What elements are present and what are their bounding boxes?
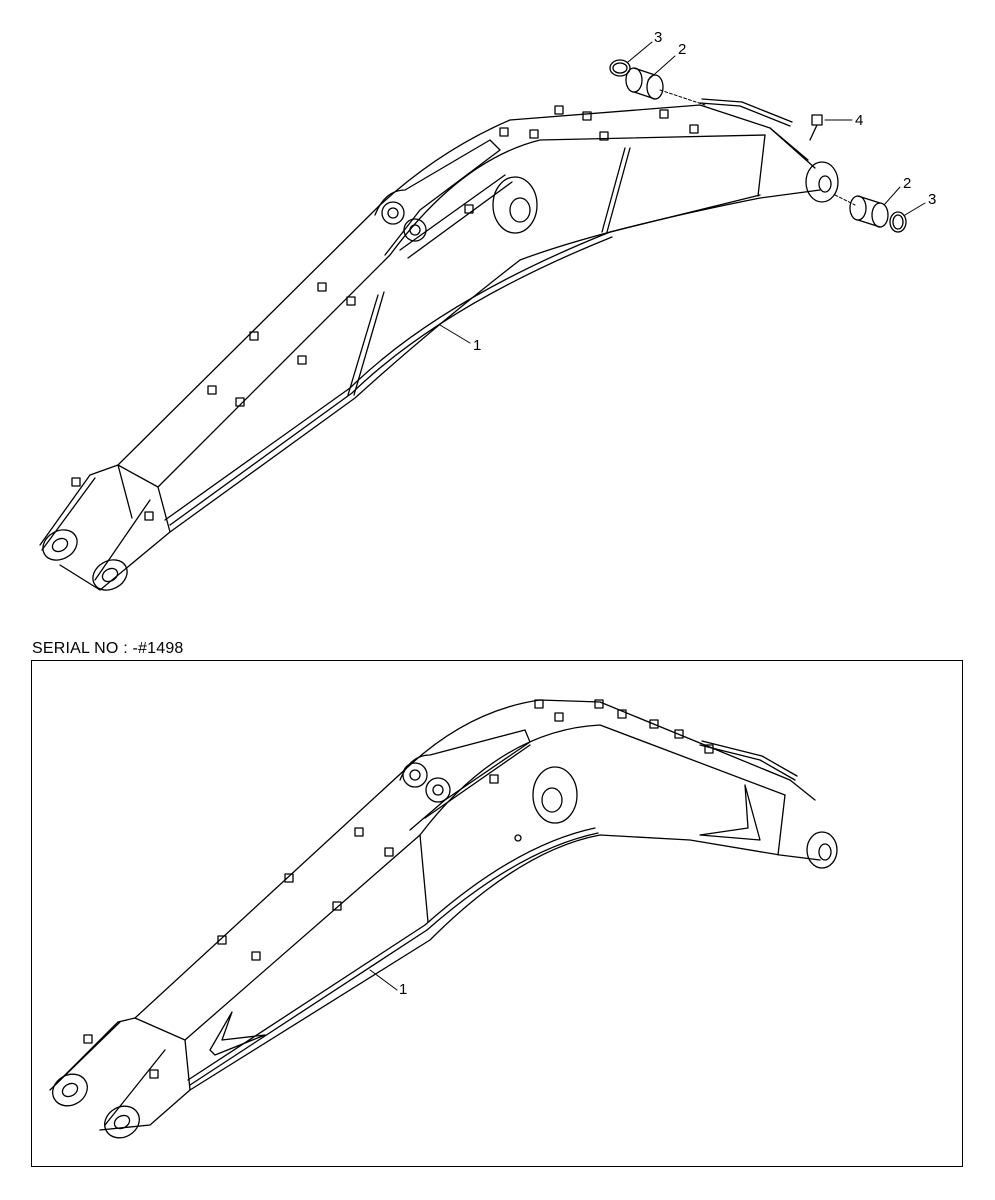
callout-boom-bottom: 1 bbox=[399, 981, 408, 998]
callout-ring-right: 3 bbox=[928, 191, 937, 208]
serial-number-label: SERIAL NO : -#1498 bbox=[32, 640, 184, 657]
callout-bushing-right: 2 bbox=[903, 175, 912, 192]
bushing-right bbox=[834, 186, 901, 228]
callout-ring-left: 3 bbox=[654, 29, 663, 46]
ring-right bbox=[889, 202, 926, 233]
callout-fitting: 4 bbox=[855, 112, 864, 129]
callout-bushing-left: 2 bbox=[678, 41, 687, 58]
ring-left bbox=[609, 41, 653, 77]
bushing-left bbox=[625, 55, 706, 106]
grease-fitting bbox=[809, 114, 853, 141]
serial-variant-frame bbox=[31, 660, 963, 1167]
boom-bottom bbox=[49, 699, 838, 1139]
boom-top bbox=[39, 98, 839, 591]
callout-boom-top: 1 bbox=[473, 337, 482, 354]
